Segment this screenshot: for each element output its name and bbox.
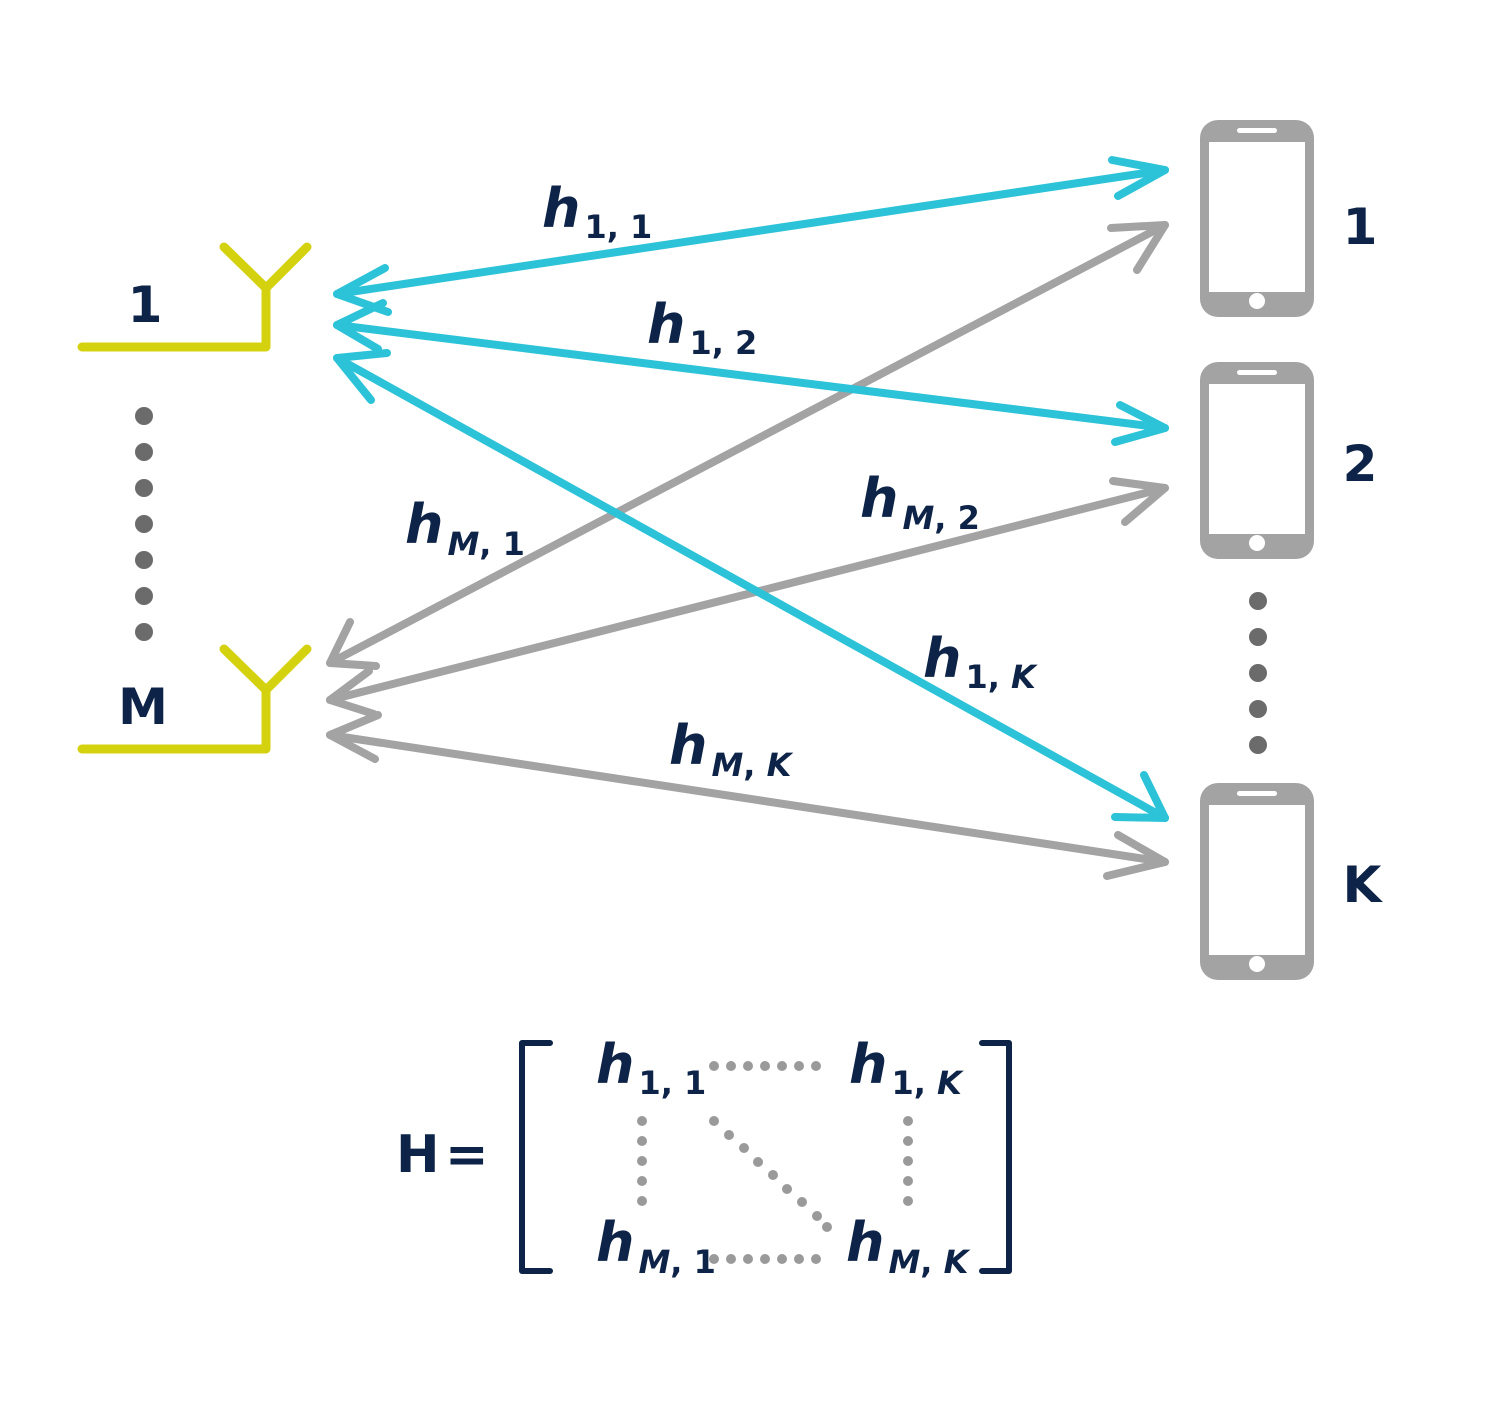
- svg-text:hM, 1: hM, 1: [405, 493, 525, 563]
- matrix-name: H: [396, 1125, 440, 1185]
- svg-text:h1, K: h1, K: [923, 627, 1038, 696]
- device-2-icon: [1200, 362, 1314, 559]
- link-1-2: [333, 299, 1169, 446]
- svg-text:h1, 1: h1, 1: [596, 1033, 706, 1102]
- matrix-bottom-row-dots: [709, 1254, 821, 1264]
- svg-text:hM, K: hM, K: [669, 714, 794, 784]
- antenna-ellipsis-dots: [135, 407, 153, 641]
- link-m-k: [326, 711, 1169, 880]
- svg-text:h1, 2: h1, 2: [647, 293, 757, 362]
- device-k-label: K: [1343, 856, 1384, 914]
- device-k-icon: [1200, 783, 1314, 980]
- link-m-2: [326, 477, 1169, 718]
- svg-text:hM, K: hM, K: [846, 1211, 971, 1281]
- antenna-m-icon: [77, 644, 312, 754]
- matrix-equals: =: [445, 1125, 489, 1185]
- matrix-top-row-dots: [709, 1061, 821, 1071]
- matrix-left-col-dots: [637, 1116, 647, 1206]
- device-1-label: 1: [1343, 198, 1378, 256]
- antenna-1-label: 1: [128, 276, 163, 334]
- svg-text:h1, K: h1, K: [849, 1033, 964, 1102]
- svg-text:hM, 2: hM, 2: [860, 467, 980, 537]
- matrix-right-bracket: [979, 1040, 1012, 1274]
- svg-text:h1, 1: h1, 1: [542, 177, 652, 246]
- device-1-icon: [1200, 120, 1314, 317]
- matrix-left-bracket: [519, 1040, 553, 1274]
- antenna-m-label: M: [118, 678, 168, 736]
- link-1-k: [333, 349, 1169, 822]
- device-ellipsis-dots: [1249, 592, 1267, 754]
- matrix-diagonal-dots: [709, 1116, 832, 1232]
- matrix-right-col-dots: [903, 1116, 913, 1206]
- device-2-label: 2: [1343, 435, 1378, 493]
- svg-text:hM, 1: hM, 1: [596, 1211, 716, 1281]
- link-m-1: [326, 221, 1169, 670]
- antenna-1-icon: [77, 242, 312, 352]
